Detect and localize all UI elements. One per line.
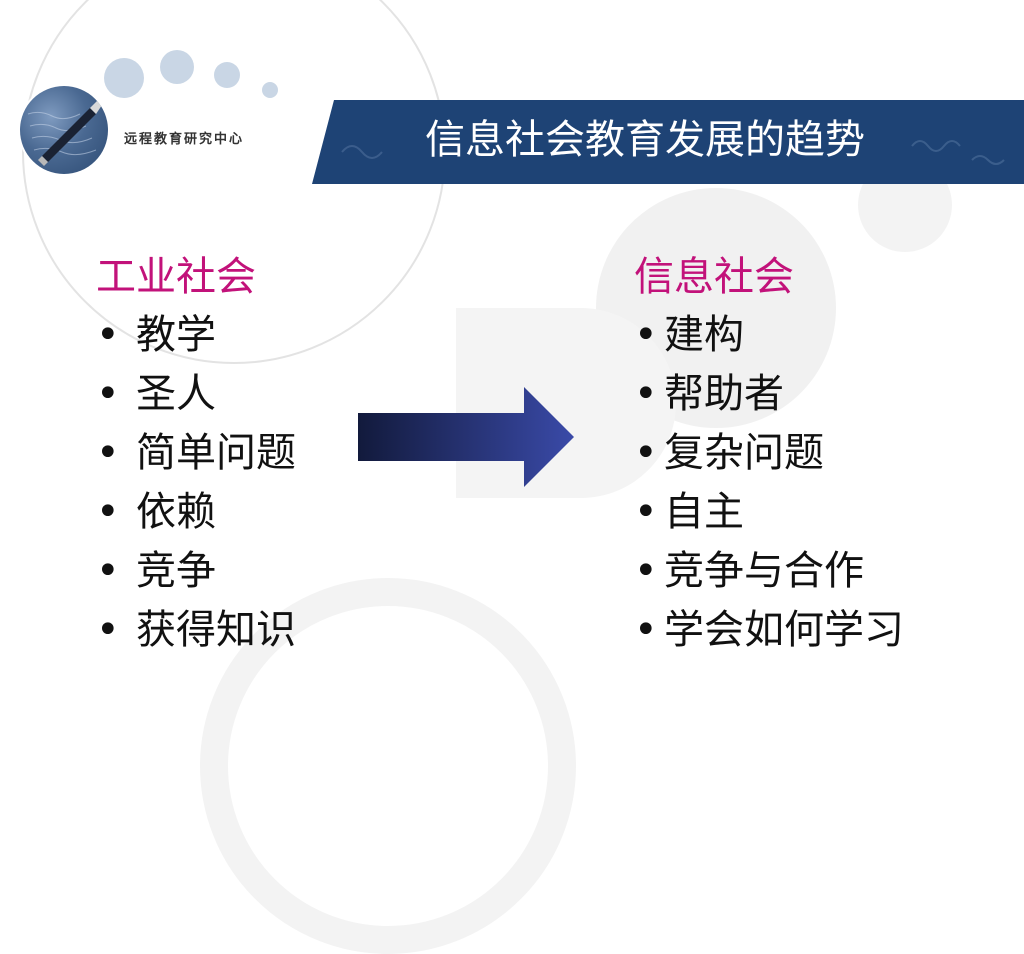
list-item-text: 自主: [664, 489, 744, 535]
bullet-icon: •: [634, 489, 658, 535]
list-item-text: 竞争与合作: [664, 548, 864, 594]
bullet-icon: •: [96, 607, 120, 653]
list-item: • 依赖: [96, 483, 296, 542]
bullet-icon: •: [634, 607, 658, 653]
bullet-icon: •: [96, 430, 120, 476]
list-item: • 简单问题: [96, 424, 296, 483]
list-item-text: 简单问题: [136, 430, 296, 476]
list-item: •帮助者: [634, 365, 904, 424]
information-society-column: 信息社会 •建构 •帮助者 •复杂问题 •自主 •竞争与合作 •学会如何学习: [634, 248, 904, 660]
organization-name: 远程教育研究中心: [124, 132, 245, 147]
list-item-text: 获得知识: [136, 607, 296, 653]
list-item: •复杂问题: [634, 424, 904, 483]
bullet-icon: •: [634, 430, 658, 476]
information-society-heading: 信息社会: [634, 254, 794, 300]
bullet-icon: •: [634, 312, 658, 358]
list-item-text: 建构: [664, 312, 744, 358]
bullet-icon: •: [96, 548, 120, 594]
list-item-text: 帮助者: [664, 371, 784, 417]
list-item-text: 圣人: [136, 371, 216, 417]
list-item: • 竞争: [96, 542, 296, 601]
logo-dot-decoration: [160, 50, 194, 84]
list-item: •建构: [634, 306, 904, 365]
list-item: • 教学: [96, 306, 296, 365]
list-item: • 获得知识: [96, 601, 296, 660]
list-item-text: 复杂问题: [664, 430, 824, 476]
background-half-disc-decoration: [456, 308, 676, 498]
information-society-list: •建构 •帮助者 •复杂问题 •自主 •竞争与合作 •学会如何学习: [634, 306, 904, 660]
list-item: •学会如何学习: [634, 601, 904, 660]
list-item-text: 竞争: [136, 548, 216, 594]
list-item-text: 依赖: [136, 489, 216, 535]
bullet-icon: •: [96, 312, 120, 358]
logo-dot-decoration: [104, 58, 144, 98]
industrial-society-column: 工业社会 • 教学 • 圣人 • 简单问题 • 依赖 • 竞争 • 获得知识: [96, 248, 296, 660]
bullet-icon: •: [634, 548, 658, 594]
bullet-icon: •: [96, 371, 120, 417]
list-item-text: 教学: [136, 312, 216, 358]
title-bar: [312, 100, 1024, 184]
logo-dot-decoration: [214, 62, 240, 88]
list-item: •自主: [634, 483, 904, 542]
industrial-society-list: • 教学 • 圣人 • 简单问题 • 依赖 • 竞争 • 获得知识: [96, 306, 296, 660]
list-item-text: 学会如何学习: [664, 607, 904, 653]
right-arrow-icon: [358, 387, 574, 487]
list-item: •竞争与合作: [634, 542, 904, 601]
industrial-society-heading: 工业社会: [96, 254, 256, 300]
logo-dot-decoration: [262, 82, 278, 98]
slide-title: 信息社会教育发展的趋势: [425, 117, 865, 163]
list-item: • 圣人: [96, 365, 296, 424]
bullet-icon: •: [96, 489, 120, 535]
bullet-icon: •: [634, 371, 658, 417]
